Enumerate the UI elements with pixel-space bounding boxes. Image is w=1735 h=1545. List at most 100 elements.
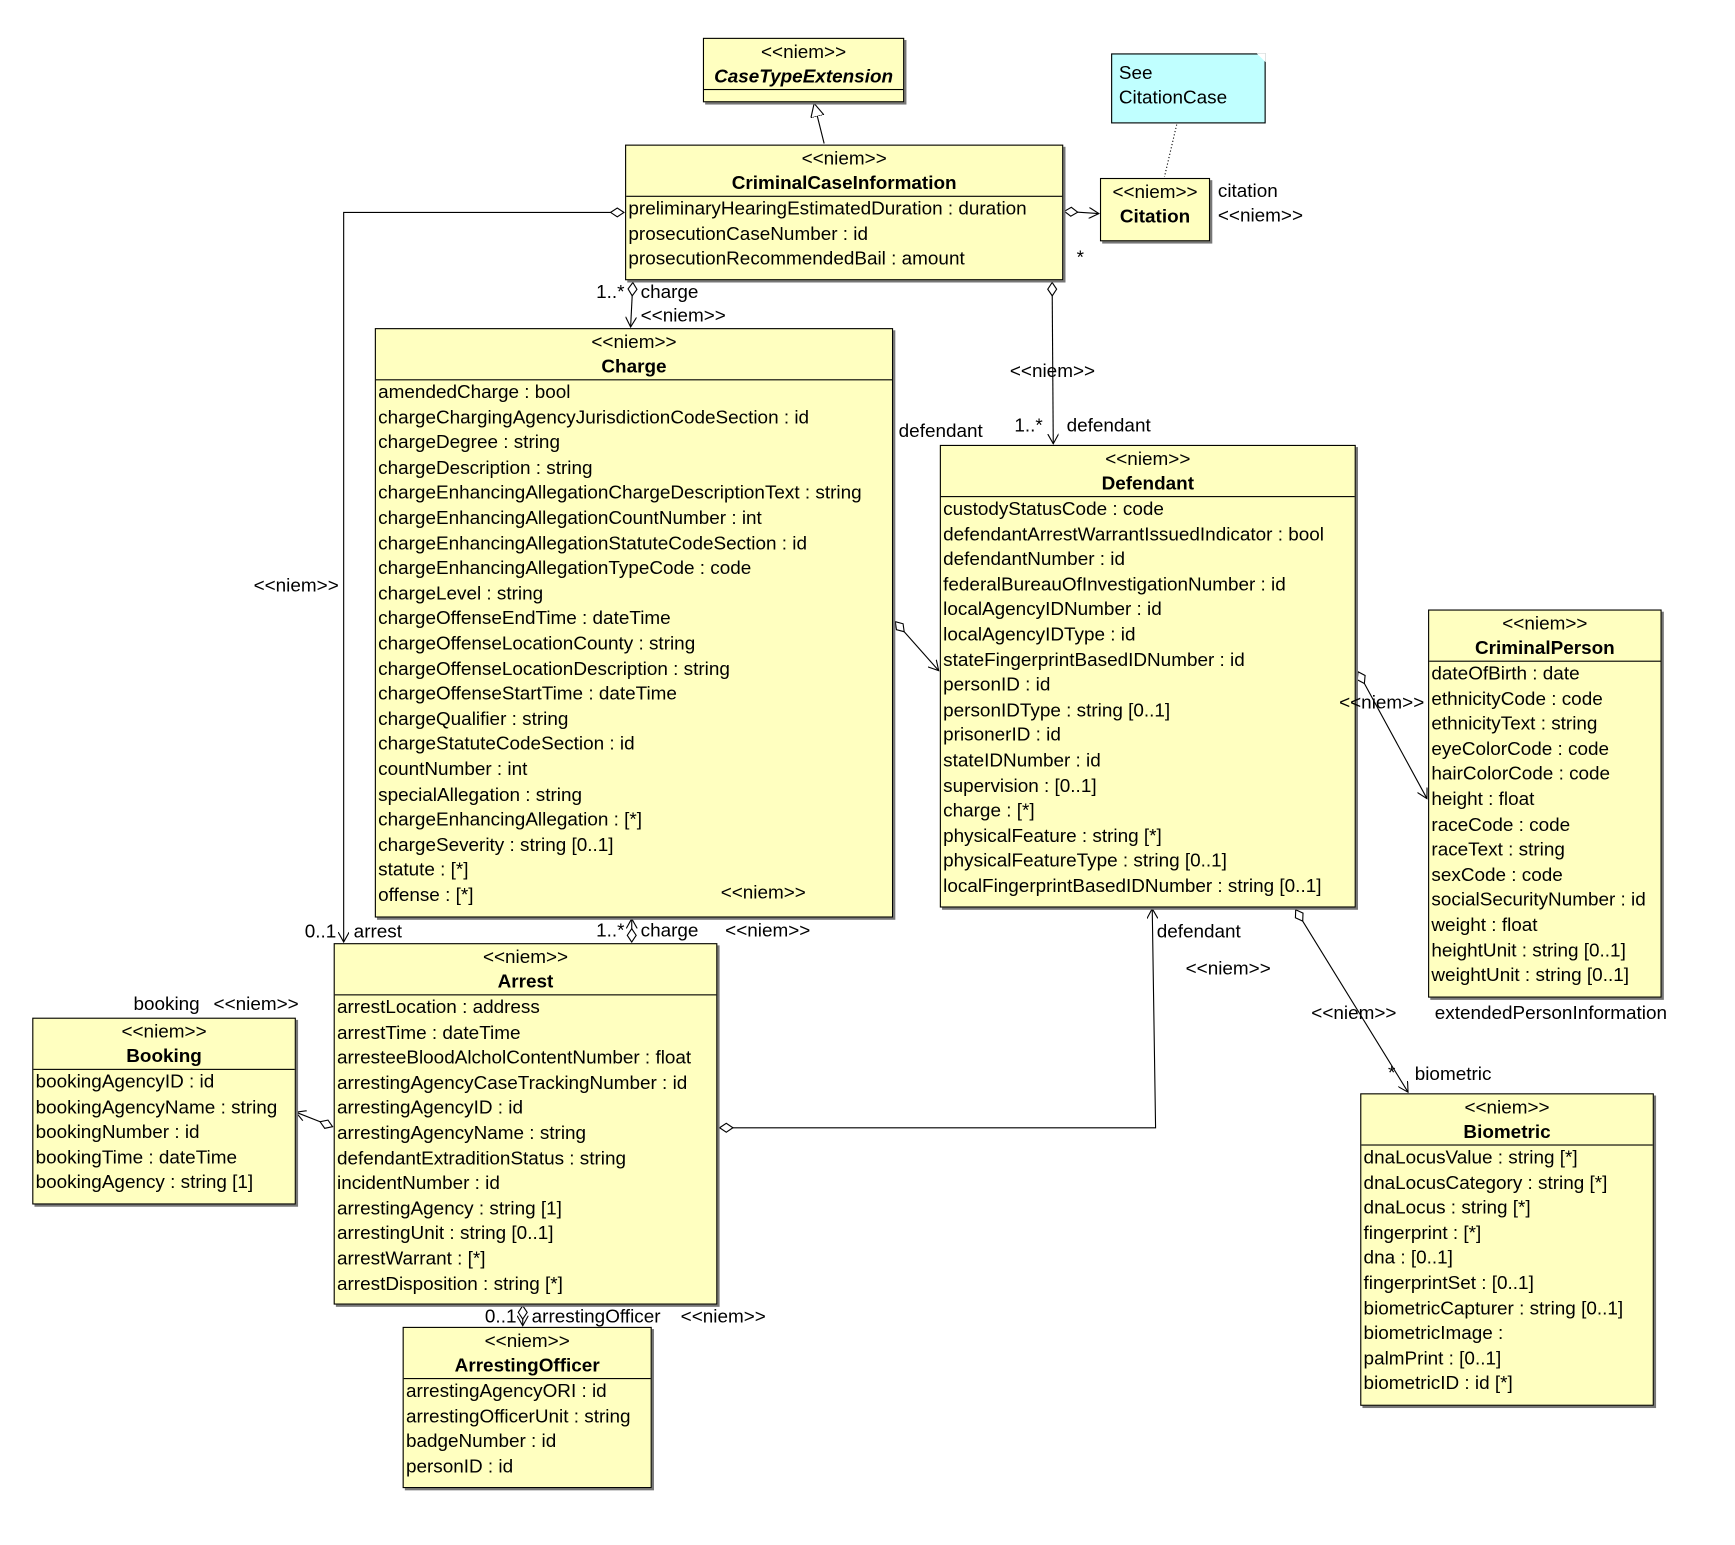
class-header: <<niem>>CriminalCaseInformation <box>626 146 1063 197</box>
attribute: ethnicityCode : code <box>1431 688 1603 710</box>
attribute: arrestDisposition : string [*] <box>336 1272 563 1295</box>
attribute-compartment <box>704 90 903 106</box>
multiplicity-label: 0..1 <box>304 920 337 943</box>
class-citation[interactable]: <<niem>>Citation <box>1099 177 1211 242</box>
attribute: chargeEnhancingAllegation : [*] <box>378 808 643 830</box>
attribute: specialAllegation : string <box>378 783 583 805</box>
attribute: chargeEnhancingAllegationChargeDescripti… <box>378 481 862 504</box>
attribute: prisonerID : id <box>943 724 1061 746</box>
attribute: fingerprintSet : [0..1] <box>1363 1272 1534 1294</box>
attribute: chargeLevel : string <box>378 582 544 604</box>
attribute: chargeEnhancingAllegationStatuteCodeSect… <box>378 532 808 554</box>
role-label: booking <box>133 993 200 1015</box>
class-header: <<niem>>Citation <box>1101 179 1209 229</box>
attribute: arrestingAgencyName : string <box>336 1122 587 1144</box>
role-label: defendant <box>1066 414 1151 436</box>
attribute: bookingAgencyName : string <box>35 1096 278 1118</box>
stereotype: <<niem>> <box>801 147 887 170</box>
stereotype: <<niem>> <box>1112 181 1198 203</box>
role-label: citation <box>1217 180 1278 202</box>
attribute: dateOfBirth : date <box>1431 662 1580 685</box>
arrest-association[interactable] <box>344 212 624 942</box>
stereotype-label: <<niem>> <box>1217 204 1304 226</box>
attribute: localAgencyIDNumber : id <box>943 598 1162 620</box>
class-header: <<niem>>Arrest <box>334 944 717 996</box>
attribute: dnaLocusValue : string [*] <box>1363 1146 1578 1168</box>
attribute: preliminaryHearingEstimatedDuration : du… <box>628 197 1027 220</box>
attribute: arrestLocation : address <box>336 996 540 1018</box>
attribute: badgeNumber : id <box>405 1430 557 1452</box>
attribute: chargeOffenseLocationDescription : strin… <box>378 657 730 680</box>
multiplicity-label: 0..1 <box>484 1305 517 1327</box>
class-name: CaseTypeExtension <box>714 65 894 87</box>
arrest-defendant-association[interactable] <box>720 909 1156 1128</box>
stereotype-label: <<niem>> <box>1009 360 1096 382</box>
class-header: <<niem>>CaseTypeExtension <box>704 39 904 91</box>
class-case-type-extension[interactable]: <<niem>>CaseTypeExtension <box>702 37 905 106</box>
attribute: chargeOffenseEndTime : dateTime <box>378 607 671 629</box>
multiplicity-label: * <box>1076 246 1084 269</box>
attribute: chargeSeverity : string [0..1] <box>378 833 614 855</box>
attribute: prosecutionCaseNumber : id <box>628 223 869 245</box>
stereotype: <<niem>> <box>1464 1096 1550 1118</box>
attribute: arrestingAgency : string [1] <box>336 1197 562 1219</box>
attribute: biometricImage : <box>1363 1322 1504 1344</box>
charge-association[interactable] <box>631 282 633 326</box>
attribute: charge : [*] <box>943 799 1035 821</box>
defendant-association[interactable] <box>1052 282 1053 443</box>
class-name: ArrestingOfficer <box>454 1354 600 1376</box>
stereotype-label: <<niem>> <box>1185 957 1271 979</box>
booking-association[interactable] <box>296 1112 333 1126</box>
generalization-line[interactable] <box>814 103 824 144</box>
attribute: eyeColorCode : code <box>1431 738 1610 760</box>
citation-association[interactable] <box>1064 211 1098 213</box>
attribute: chargeStatuteCodeSection : id <box>378 733 635 755</box>
class-header: <<niem>>Biometric <box>1361 1094 1653 1146</box>
attribute: arrestTime : dateTime <box>336 1021 521 1043</box>
attribute: arresteeBloodAlcholContentNumber : float <box>336 1046 692 1068</box>
stereotype-label: <<niem>> <box>720 881 806 904</box>
attribute: arrestingUnit : string [0..1] <box>336 1222 554 1244</box>
attribute: bookingAgencyID : id <box>35 1071 215 1093</box>
attribute: prosecutionRecommendedBail : amount <box>628 248 965 270</box>
attribute: personIDType : string [0..1] <box>943 699 1171 721</box>
stereotype-label: <<niem>> <box>213 993 299 1015</box>
stereotype: <<niem>> <box>1105 448 1191 470</box>
multiplicity-label: 1..* <box>596 919 625 941</box>
charge-defendant-association[interactable] <box>895 622 938 671</box>
multiplicity-label: 1..* <box>596 281 625 303</box>
attribute: chargeDescription : string <box>378 456 593 479</box>
attribute: biometricID : id [*] <box>1363 1372 1513 1394</box>
attribute: fingerprint : [*] <box>1363 1222 1482 1244</box>
attribute: dna : [0..1] <box>1363 1247 1453 1269</box>
attribute: raceText : string <box>1431 838 1565 860</box>
role-label: defendant <box>1156 920 1241 943</box>
attribute: localAgencyIDType : id <box>943 623 1136 646</box>
person-association[interactable] <box>1358 672 1427 799</box>
note-anchor-line[interactable] <box>1163 124 1178 177</box>
attribute: defendantNumber : id <box>943 548 1125 570</box>
note-see-citationcase[interactable]: See CitationCase <box>1111 53 1266 124</box>
attribute: palmPrint : [0..1] <box>1363 1347 1502 1369</box>
attribute: defendantArrestWarrantIssuedIndicator : … <box>943 523 1324 545</box>
class-header: <<niem>>Booking <box>33 1019 295 1070</box>
attribute: arrestingAgencyCaseTrackingNumber : id <box>336 1071 688 1094</box>
biometric-association[interactable] <box>1296 910 1408 1092</box>
note-fold-corner <box>1256 53 1266 63</box>
attribute: stateIDNumber : id <box>943 749 1101 771</box>
attribute: dnaLocusCategory : string [*] <box>1363 1171 1608 1193</box>
role-label: arrestingOfficer <box>531 1305 661 1327</box>
role-label: arrest <box>353 920 403 943</box>
